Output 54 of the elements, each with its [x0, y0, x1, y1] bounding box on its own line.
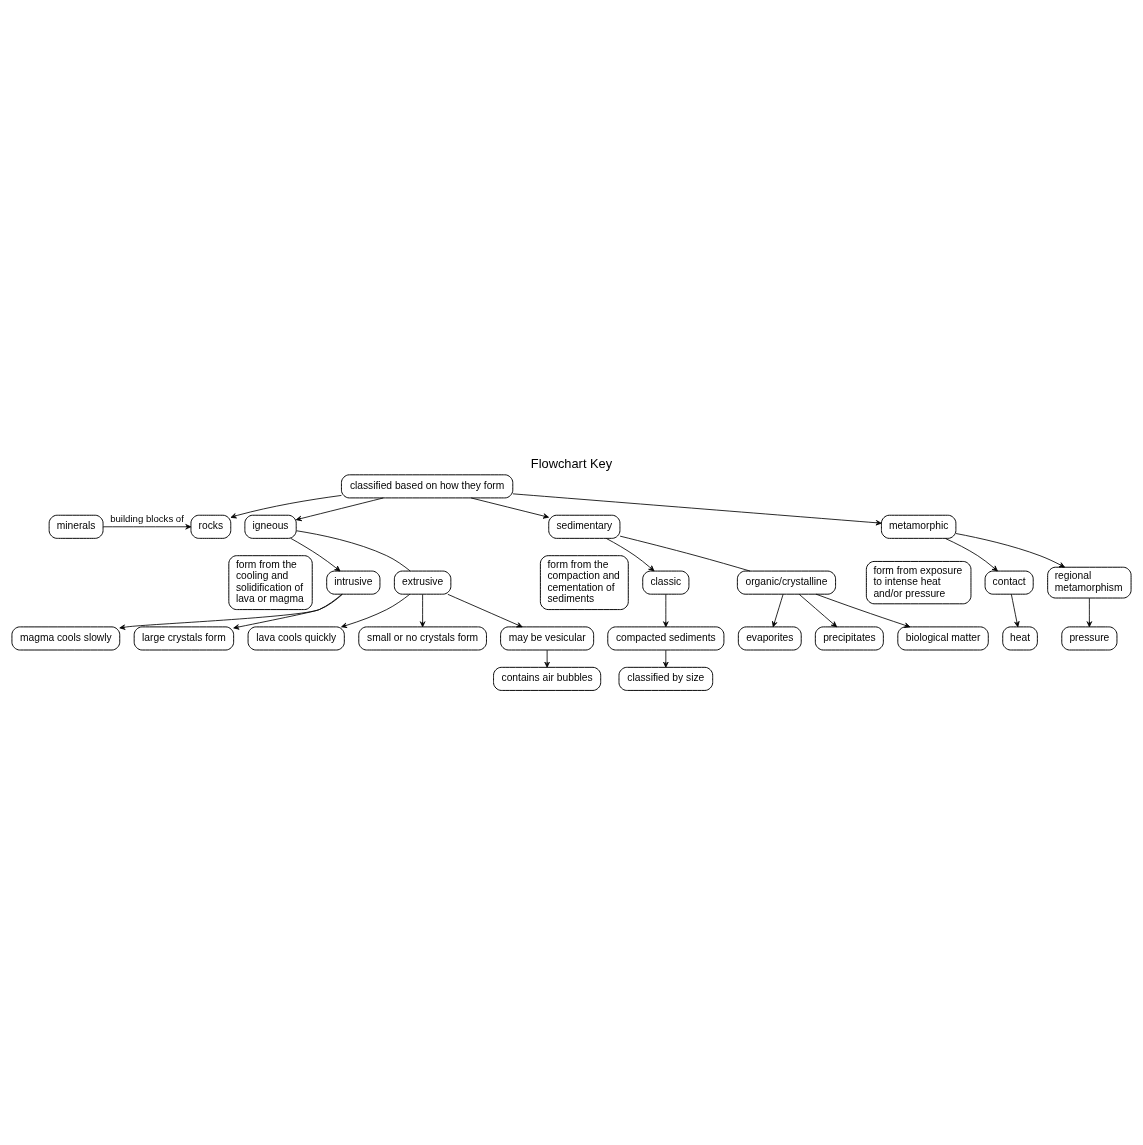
node-box: form from the cooling and solidification of lava or magma [228, 554, 313, 610]
node-box: metamorphic [880, 514, 957, 539]
arrow [544, 649, 550, 668]
connector [619, 535, 751, 571]
node-box: compacted sediments [607, 625, 725, 650]
arrow [605, 537, 655, 571]
connector [296, 529, 411, 571]
arrow [341, 593, 411, 628]
node-box: contains air bubbles [493, 666, 602, 691]
arrow [663, 649, 669, 668]
node-box: igneous [244, 514, 297, 539]
diagram-title: Flowchart Key [530, 455, 613, 471]
node-box: contact [984, 570, 1034, 595]
node-box: small or no crystals form [358, 625, 487, 650]
node-box: intrusive [326, 570, 381, 595]
node-box: large crystals form [133, 625, 235, 650]
node-box: pressure [1061, 625, 1118, 650]
arrow [102, 523, 192, 530]
node-box: sedimentary [548, 514, 621, 539]
node-box: classified by size [618, 666, 714, 691]
node-box: heat [1002, 625, 1038, 650]
arrow [230, 494, 342, 518]
node-box: minerals [48, 514, 104, 539]
node-box: magma cools slowly [11, 625, 121, 650]
node-box: precipitates [814, 625, 884, 650]
arrow [663, 593, 669, 627]
arrow [512, 492, 882, 525]
arrow [955, 532, 1065, 568]
arrow [233, 593, 343, 630]
node-box: classified based on how they form [340, 473, 514, 498]
arrow [419, 593, 426, 627]
node-box: biological matter [897, 625, 989, 650]
node-box: extrusive [393, 570, 452, 595]
arrow [1086, 597, 1093, 627]
node-box: rocks [190, 514, 232, 539]
edge-label: building blocks of [110, 512, 184, 524]
arrow [119, 593, 343, 630]
arrow [1010, 593, 1020, 627]
arrow [290, 537, 341, 571]
node-box: evaporites [737, 625, 802, 650]
node-box: lava cools quickly [247, 625, 345, 650]
node-box: form from exposure to intense heat and/or pressure [865, 560, 972, 604]
node-box: may be vesicular [500, 625, 595, 650]
arrow [798, 593, 838, 627]
arrow [470, 497, 549, 519]
arrow [447, 593, 523, 627]
arrow [295, 497, 384, 521]
arrow [815, 593, 911, 628]
arrow [944, 537, 998, 571]
node-box: form from the compaction and cementation of sediments [539, 554, 629, 610]
node-box: regional metamorphism [1047, 566, 1132, 598]
node-box: organic/crystalline [736, 570, 837, 595]
arrow [772, 593, 784, 627]
node-box: classic [642, 570, 690, 595]
